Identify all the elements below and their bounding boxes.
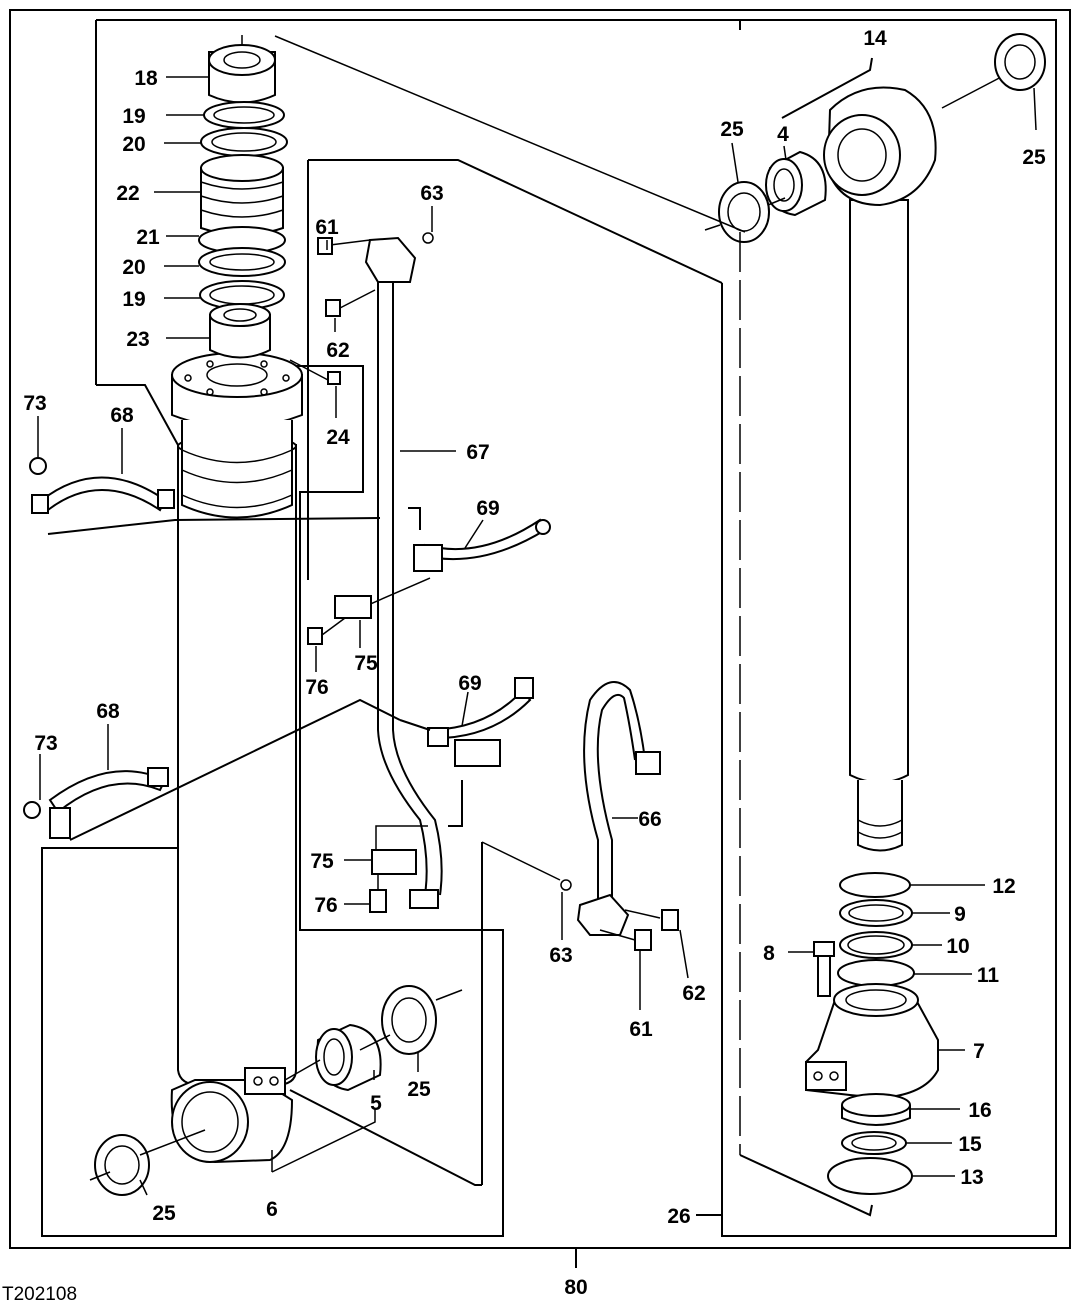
assembly-frame <box>9 9 1071 1268</box>
rod-packing-stack <box>837 872 915 987</box>
callout-12: 12 <box>992 875 1015 898</box>
rod-group-box <box>696 19 1057 1237</box>
callout-4: 4 <box>777 123 789 146</box>
callout-19: 19 <box>122 288 145 311</box>
callout-5: 5 <box>370 1092 382 1115</box>
seal-25-right <box>381 985 463 1055</box>
bracket-75-lower <box>369 825 428 913</box>
callout-69: 69 <box>476 497 499 520</box>
callout-6: 6 <box>266 1198 278 1221</box>
cylinder-barrel <box>170 352 303 1164</box>
callout-24: 24 <box>326 426 350 449</box>
leader-lines <box>37 76 1037 1196</box>
bushing-4 <box>765 150 827 217</box>
rod-guide-7 <box>805 983 939 1100</box>
callout-10: 10 <box>946 935 969 958</box>
clamp-69-upper <box>351 507 551 613</box>
hose-67 <box>317 232 443 909</box>
callout-61: 61 <box>315 216 339 239</box>
callout-25: 25 <box>1022 146 1046 169</box>
bushing-5 <box>315 1023 382 1092</box>
hose-group-box <box>307 159 723 580</box>
clamp-68-upper <box>29 457 381 535</box>
bolt-8 <box>813 941 835 997</box>
bolt-24 <box>289 359 341 385</box>
alignment-lines <box>274 35 873 1217</box>
callout-68: 68 <box>96 700 120 723</box>
callout-61: 61 <box>629 1018 653 1041</box>
callout-20: 20 <box>122 133 145 156</box>
piston-rod <box>781 57 1006 852</box>
callout-63: 63 <box>420 182 443 205</box>
callout-68: 68 <box>110 404 134 427</box>
piston-stack <box>198 35 288 359</box>
callout-7: 7 <box>973 1040 985 1063</box>
callout-63: 63 <box>549 944 572 967</box>
callout-25: 25 <box>407 1078 431 1101</box>
seal-25-rod-right <box>994 33 1046 91</box>
callout-21: 21 <box>136 226 160 249</box>
callout-19: 19 <box>122 105 145 128</box>
callout-15: 15 <box>958 1133 982 1156</box>
callout-16: 16 <box>968 1099 991 1122</box>
callout-66: 66 <box>638 808 661 831</box>
callout-13: 13 <box>960 1166 983 1189</box>
callout-labels: 18 19 20 22 21 20 19 23 24 73 68 61 63 6… <box>23 27 1046 1228</box>
figure-code: T202108 <box>2 1284 77 1304</box>
barrel-group-box <box>41 19 741 1237</box>
callout-76: 76 <box>305 676 328 699</box>
callout-11: 11 <box>977 964 1000 987</box>
callout-73: 73 <box>23 392 46 415</box>
callout-75: 75 <box>310 850 334 873</box>
seal-25-left <box>89 1134 150 1196</box>
callout-62: 62 <box>326 339 349 362</box>
callout-23: 23 <box>126 328 149 351</box>
clamp-69-lower <box>399 677 534 827</box>
callout-26: 26 <box>667 1205 690 1228</box>
callout-67: 67 <box>466 441 489 464</box>
callout-14: 14 <box>863 27 887 50</box>
callout-8: 8 <box>763 942 775 965</box>
callout-25: 25 <box>152 1202 176 1225</box>
callout-9: 9 <box>954 903 966 926</box>
bottom-seals <box>827 1093 913 1195</box>
callout-76: 76 <box>314 894 337 917</box>
callout-75: 75 <box>354 652 378 675</box>
hose-66 <box>481 681 679 1185</box>
bracket-75-upper <box>307 595 372 645</box>
callout-73: 73 <box>34 732 57 755</box>
callout-18: 18 <box>134 67 158 90</box>
assembly-number: 80 <box>564 1276 587 1299</box>
callout-62: 62 <box>682 982 705 1005</box>
callout-20: 20 <box>122 256 145 279</box>
callout-22: 22 <box>116 182 139 205</box>
clamp-68-lower <box>23 698 401 841</box>
callout-69: 69 <box>458 672 481 695</box>
pin-axis-lines <box>139 1034 482 1186</box>
callout-25: 25 <box>720 118 744 141</box>
